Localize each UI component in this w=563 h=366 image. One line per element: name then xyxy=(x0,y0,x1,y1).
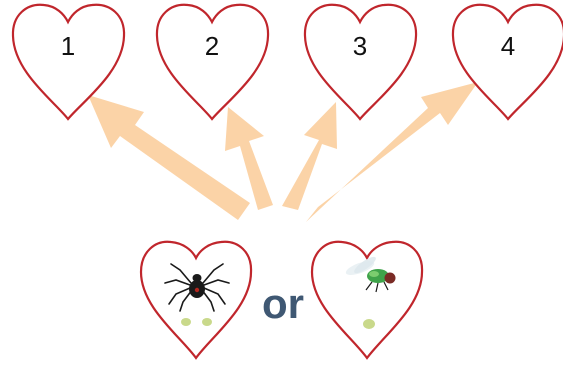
spider-icon xyxy=(164,263,230,312)
arrow-to-heart-2 xyxy=(225,107,273,210)
fly-icon xyxy=(345,256,396,293)
arrow-to-heart-1 xyxy=(88,95,250,220)
spider-head xyxy=(192,274,202,282)
arrow-to-heart-4 xyxy=(306,82,478,222)
heart-4-label: 4 xyxy=(501,31,515,61)
heart-fly xyxy=(310,240,424,360)
heart-2-label: 2 xyxy=(205,31,219,61)
spot-right xyxy=(202,318,212,326)
heart-3: 3 xyxy=(303,3,418,121)
spot-left xyxy=(181,318,191,326)
heart-4: 4 xyxy=(451,3,563,121)
heart-2: 2 xyxy=(155,3,270,121)
arrow-to-heart-3 xyxy=(282,102,337,210)
heart-3-label: 3 xyxy=(353,31,367,61)
heart-1-label: 1 xyxy=(61,31,75,61)
arrows-group xyxy=(88,82,478,222)
heart-spider xyxy=(139,240,253,360)
heart-1: 1 xyxy=(11,3,126,121)
spot-center xyxy=(363,319,375,329)
spider-marking xyxy=(194,287,200,293)
or-label: or xyxy=(262,280,304,327)
